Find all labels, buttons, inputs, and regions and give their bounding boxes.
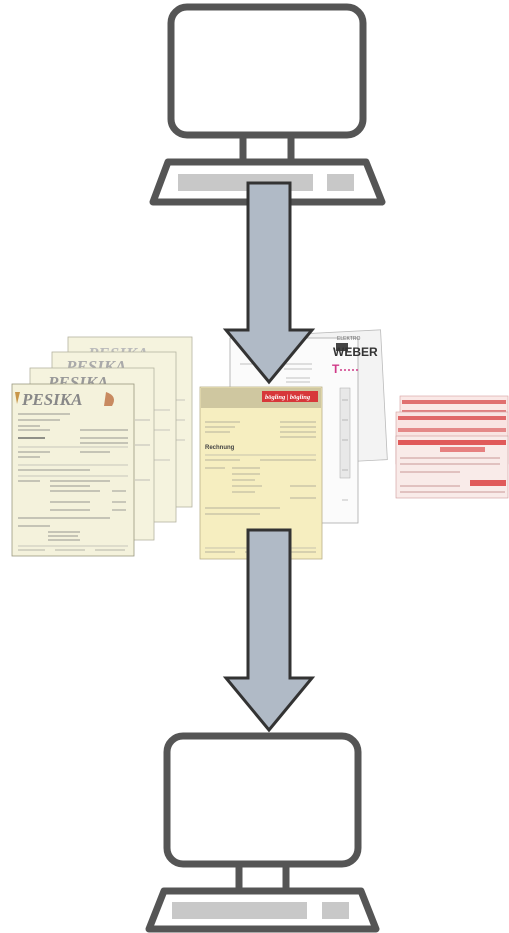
pesika-page-front: PESIKA bbox=[12, 384, 134, 556]
top-keyboard-keys bbox=[178, 174, 313, 191]
yellow-invoice-title: Rechnung bbox=[205, 445, 235, 451]
weber-prefix: ELEKTRO bbox=[337, 336, 360, 342]
bottom-monitor-stand bbox=[239, 864, 286, 891]
bottom-monitor bbox=[167, 736, 358, 864]
bottom-computer-icon bbox=[149, 736, 376, 929]
red-receipt-front bbox=[396, 436, 508, 498]
bottom-keyboard-keys bbox=[172, 902, 307, 919]
top-monitor bbox=[171, 7, 363, 135]
yellow-invoice-banner-text: bögling | bögling bbox=[265, 394, 311, 401]
weber-brand: WEBER bbox=[333, 345, 378, 359]
pesika-brand-front: PESIKA bbox=[21, 390, 82, 409]
top-keyboard-numpad bbox=[327, 174, 354, 191]
pesika-invoice-stack: PESIKA PESIKA PESIKA PESIKA bbox=[12, 337, 192, 556]
down-arrow-lower bbox=[226, 530, 312, 730]
red-receipt-stack bbox=[396, 396, 508, 498]
top-computer-icon bbox=[153, 7, 382, 202]
telekom-mark: T bbox=[332, 362, 340, 376]
bottom-keyboard-numpad bbox=[322, 902, 349, 919]
